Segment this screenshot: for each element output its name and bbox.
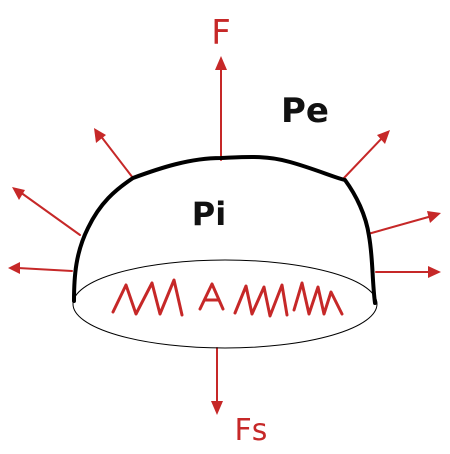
- force-arrows: [8, 56, 441, 415]
- dome-outline: [72, 154, 377, 305]
- arrow-left-low-line: [17, 267, 73, 272]
- arrow-bottom-head: [211, 401, 223, 415]
- arrow-right-mid-line: [367, 215, 433, 235]
- arrow-left-mid-line: [19, 191, 81, 236]
- base-scribble-stroke: [111, 278, 344, 318]
- arrow-right-low-head: [428, 266, 441, 278]
- arrow-right-mid-head: [427, 211, 441, 223]
- arrow-left-low-head: [8, 262, 20, 274]
- force-top-label: F: [211, 13, 231, 53]
- base-ellipse: [72, 259, 378, 349]
- arrow-upper-right-head: [377, 130, 390, 144]
- pressure-internal-label: Pi: [192, 195, 226, 233]
- force-bottom-label: Fs: [235, 413, 268, 448]
- arrow-left-mid-head: [12, 187, 25, 200]
- pressure-external-label: Pe: [281, 91, 329, 131]
- arrow-upper-right-line: [342, 136, 384, 180]
- arrow-upper-left-line: [99, 134, 134, 179]
- arrow-upper-left-head: [94, 128, 106, 143]
- arrow-top-head: [215, 56, 227, 70]
